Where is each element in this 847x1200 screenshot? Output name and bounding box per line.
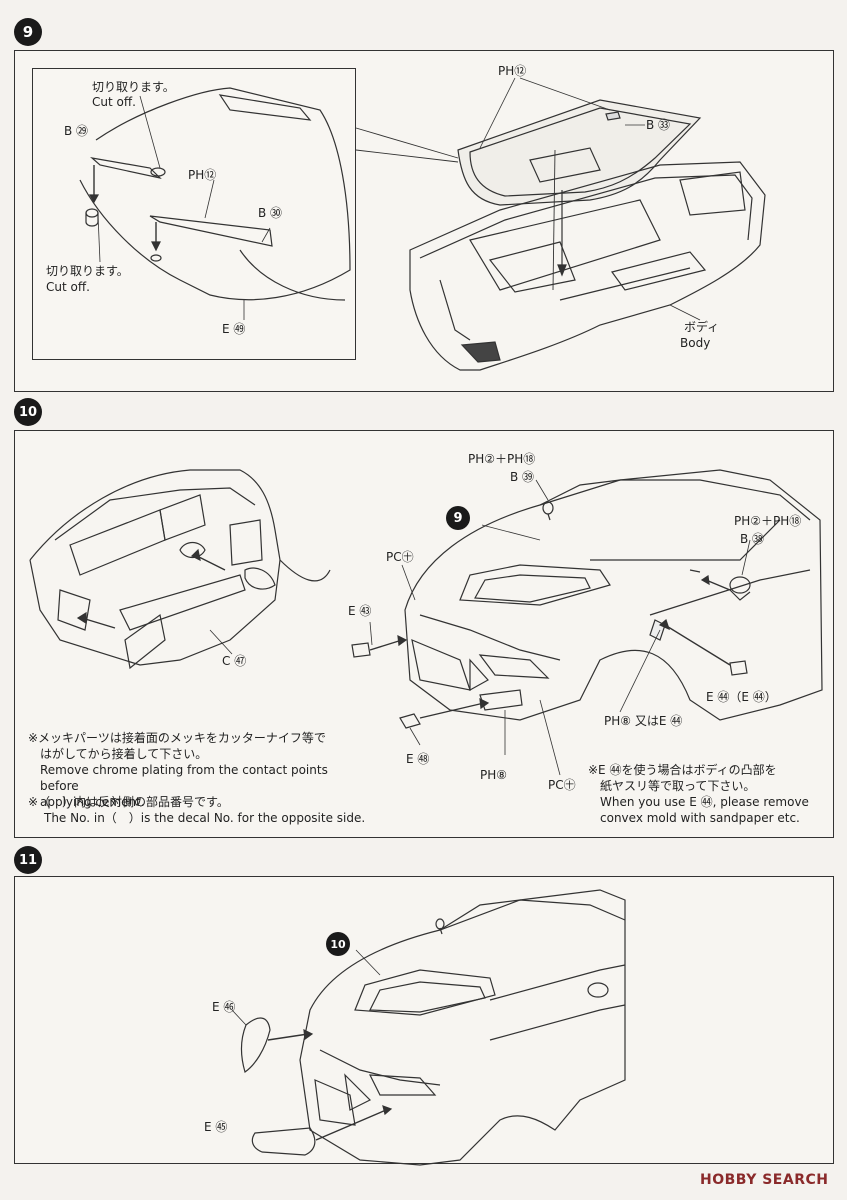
chrome-note: ※メッキパーツは接着面のメッキをカッターナイフ等で はがしてから接着して下さい。… [28,730,368,810]
chrome-note-jp-1: ※メッキパーツは接着面のメッキをカッターナイフ等で [28,731,326,745]
step-11-panel [14,876,834,1164]
cutoff-en-label-1: Cut off. [92,95,136,109]
sandpaper-note-jp-1: ※E ㊹を使う場合はボディの凸部を [588,763,777,777]
ref-step-9-badge: 9 [446,506,470,530]
part-e52-label: E ㊾ [222,322,246,336]
opposite-note-en: The No. in（ ）is the decal No. for the op… [44,811,366,825]
part-ph12-label-inset: PH⑫ [188,168,217,182]
part-b39-label: B ㊴ [510,470,535,484]
part-e58-label: E ㊸ [348,604,372,618]
chrome-note-jp-2: はがしてから接着して下さい。 [40,747,208,761]
part-pc92-left-label: PC㊉ [386,550,414,564]
sandpaper-note-en-2: convex mold with sandpaper etc. [600,811,800,825]
step-9-inset [32,68,356,360]
part-e53-label: E ㊺ [204,1120,228,1134]
part-b38-label: B ㊳ [740,532,765,546]
part-b29-label: B ㉙ [64,124,89,138]
sandpaper-note: ※E ㊹を使う場合はボディの凸部を 紙ヤスリ等で取って下さい。 When you… [588,762,828,826]
sandpaper-note-en-1: When you use E ㊹, please remove [600,795,809,809]
step-9-badge: 9 [14,18,42,46]
part-ph12-label-top: PH⑫ [498,64,527,78]
sandpaper-note-jp-2: 紙ヤスリ等で取って下さい。 [600,779,756,793]
opposite-note-jp: ※（ ）内は反対側の部品番号です。 [28,795,229,809]
opposite-side-note: ※（ ）内は反対側の部品番号です。 The No. in（ ）is the de… [28,794,368,826]
body-en-label: Body [680,336,711,350]
step-10-panel [14,430,834,838]
part-ph2-ph18-top-label: PH②＋PH⑱ [468,452,536,466]
part-e55-label: E ㊹（E ㊹） [706,690,777,704]
ref-step-10-badge: 10 [326,932,350,956]
part-pc92-bottom-label: PC㊉ [548,778,576,792]
part-e54-label: E ㊻ [212,1000,236,1014]
chrome-note-en-2: applying cement. [40,795,145,809]
watermark: HOBBY SEARCH [700,1172,828,1188]
part-b30-label: B ㉚ [258,206,283,220]
part-ph8-or-e55-label: PH⑧ 又はE ㊹ [604,714,683,728]
part-c47-label: C ㊼ [222,654,247,668]
part-e59-label: E ㊽ [406,752,430,766]
cutoff-jp-label-1: 切り取ります。 [92,80,175,94]
chrome-note-en-1: Remove chrome plating from the contact p… [40,763,328,793]
cutoff-en-label-2: Cut off. [46,280,90,294]
step-11-badge: 11 [14,846,42,874]
watermark-text: HOBBY SEARCH [700,1172,829,1188]
body-jp-label: ボディ [684,320,720,334]
step-10-badge: 10 [14,398,42,426]
part-ph8-label: PH⑧ [480,768,508,782]
part-ph2-ph18-right-label: PH②＋PH⑱ [734,514,802,528]
part-b33-label: B ㉝ [646,118,671,132]
cutoff-jp-label-2: 切り取ります。 [46,264,129,278]
